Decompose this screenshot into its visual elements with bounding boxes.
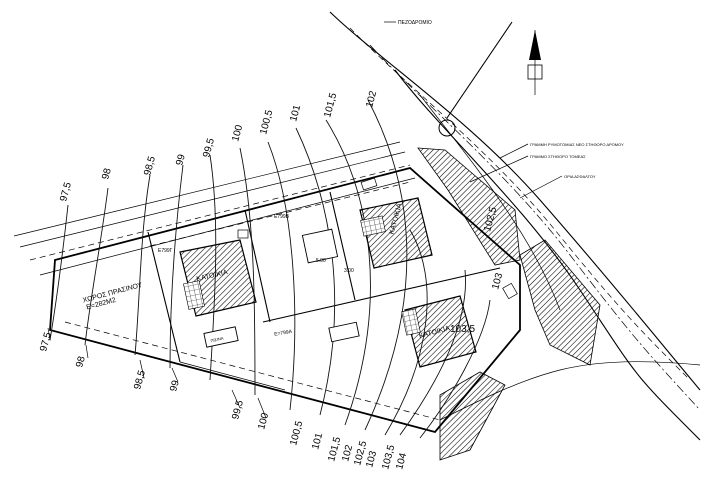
contour-label-top: 97,5	[58, 181, 74, 203]
building-line-plot-leader	[469, 155, 529, 183]
contour-label-top: 98	[100, 167, 114, 181]
building-line-plot-label: ΓΡΑΜΜΟ ΣΤΗΘΟΡΟ ΤΟΜΕΑΣ	[530, 154, 586, 159]
contour-leaders	[47, 327, 267, 419]
contour-label-top: 98,5	[142, 155, 158, 177]
building-line-new-road-leader	[499, 143, 529, 159]
north-arrow-icon	[438, 21, 543, 137]
contour-label-top: 101	[288, 103, 303, 122]
contour-label-top: 99	[174, 153, 188, 167]
contour-label-top: 103,5	[450, 324, 475, 335]
contour-label-bottom: 97,5	[38, 331, 54, 353]
sidewalk-label: ΠΕΖΟΔΡΟΜΙΟ	[398, 20, 432, 26]
contour-label-top: 101,5	[322, 91, 339, 118]
contour-label-bottom: 99,5	[230, 399, 246, 421]
house-a: ΚΑΤΟΙΚΙΑ	[179, 239, 257, 317]
pools: ΠΙΣΙΝΑ	[203, 177, 518, 348]
dimension-center: 5.00	[316, 258, 326, 264]
contour-labels-bottom: 97,5 98 98,5 99 99,5 100 100,5 101 101,5…	[38, 331, 409, 471]
asphalt-edge-leader	[519, 175, 563, 199]
contour-label-bottom: 98,5	[132, 369, 148, 391]
pool-label: ΠΙΣΙΝΑ	[210, 336, 224, 344]
building-line-new-road-label: ΓΡΑΜΜΗ ΡΥΜΟΤΟΜΙΑΣ ΝΕΟ ΣΤΗΘΟΡΟ ΔΡΟΜΟΥ	[530, 142, 624, 147]
contour-label-bottom: 99	[168, 379, 182, 393]
contour-label-top: 99,5	[201, 137, 217, 159]
hatched-strip-lower	[439, 371, 506, 461]
dimension-right: 3.00	[344, 268, 354, 274]
subdivision-lines	[64, 181, 501, 421]
contour-label-top: 103	[490, 271, 505, 290]
hatched-strip-right	[519, 239, 601, 366]
plot-b-label: Ε799Β	[274, 214, 290, 220]
road-edges	[13, 141, 416, 276]
contour-label-bottom: 100,5	[288, 419, 305, 446]
contour-label-top: 100	[230, 123, 245, 142]
plot-boundary	[49, 167, 521, 434]
house-c: ΚΑΤΟΙΚΙΑ	[401, 295, 477, 368]
plot-a-label: Ε=799Α	[274, 329, 293, 338]
contour-label-bottom: 103	[364, 449, 379, 468]
contour-label-top: 102	[364, 89, 379, 108]
asphalt-edge-label: ΟΡΙΑ ΑΣΦΑΛΤΟΥ	[564, 174, 596, 179]
house-b: ΚΑΤΟΙΚΙΑ	[359, 197, 433, 269]
contour-label-bottom: 98	[74, 355, 88, 369]
contour-label-bottom: 104	[394, 451, 409, 470]
hatched-strip-upper	[417, 147, 521, 266]
contour-label-bottom: 101	[310, 431, 325, 450]
contour-label-top: 100,5	[258, 108, 275, 135]
plot-c-label: Ε799Γ	[158, 248, 173, 254]
contour-label-bottom: 100	[256, 411, 271, 430]
contour-label-bottom: 102	[340, 443, 355, 462]
